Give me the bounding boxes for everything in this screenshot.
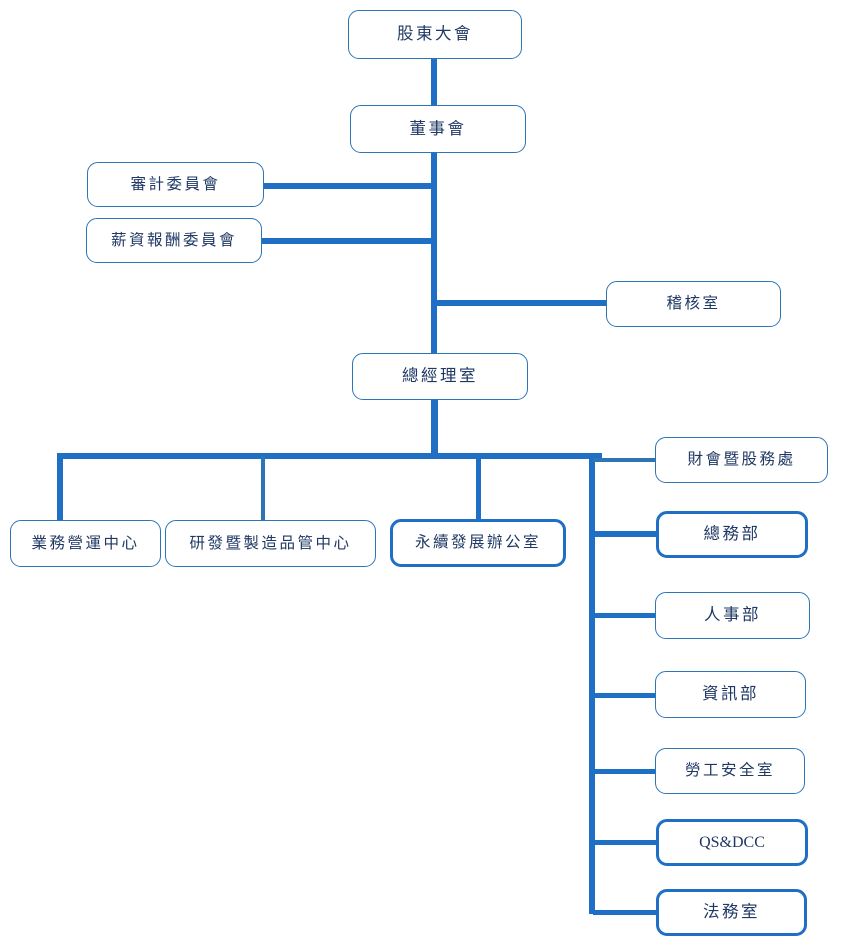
edge-president-drop [431,399,438,457]
edge-right-spine [589,456,595,914]
node-label: 薪資報酬委員會 [110,231,237,249]
node-label: 人事部 [704,605,761,625]
node-label: 董事會 [409,118,467,138]
node-label: 總經理室 [402,366,478,386]
node-sales-operations-center[interactable]: 業務營運中心 [10,520,161,567]
edge-board-audit-committee [262,183,434,189]
node-compensation-committee[interactable]: 薪資報酬委員會 [86,218,262,263]
edge-board-trunk [431,151,437,355]
edge-main-bus [57,453,602,459]
node-board-of-directors[interactable]: 董事會 [350,105,526,153]
node-general-affairs-dept[interactable]: 總務部 [656,511,808,558]
node-shareholders-meeting[interactable]: 股東大會 [348,10,522,59]
edge-connector-qs-dcc [593,840,658,845]
node-it-dept[interactable]: 資訊部 [655,671,806,718]
edge-connector-general-affairs [593,531,658,537]
node-hr-dept[interactable]: 人事部 [655,592,810,639]
node-labor-safety-office[interactable]: 勞工安全室 [655,748,805,794]
node-label: 資訊部 [702,684,759,704]
node-label: 審計委員會 [130,175,221,193]
node-label: QS&DCC [699,833,765,851]
edge-drop-esg-office [476,456,481,522]
node-audit-office[interactable]: 稽核室 [606,281,781,327]
node-label: 永續發展辦公室 [414,534,541,552]
node-label: 稽核室 [666,295,721,313]
node-label: 業務營運中心 [31,534,140,552]
edge-connector-safety [593,769,657,774]
edge-board-audit-office [433,300,608,306]
node-label: 財會暨股務處 [687,451,796,469]
edge-connector-it [593,693,657,698]
node-rd-manufacturing-qc-center[interactable]: 研發暨製造品管中心 [165,520,376,567]
edge-drop-sales-center [57,456,63,522]
node-label: 總務部 [703,524,761,544]
edge-connector-legal [593,910,658,915]
node-sustainable-development-office[interactable]: 永續發展辦公室 [390,519,566,567]
edge-connector-hr [593,613,657,618]
node-label: 股東大會 [397,24,473,44]
node-label: 法務室 [703,902,760,922]
node-finance-stock-affairs[interactable]: 財會暨股務處 [655,437,828,483]
node-label: 勞工安全室 [684,762,775,780]
node-qs-dcc[interactable]: QS&DCC [656,819,808,866]
node-audit-committee[interactable]: 審計委員會 [87,162,264,207]
node-legal-office[interactable]: 法務室 [656,889,807,936]
edge-shareholders-board [431,57,437,107]
edge-board-compensation-committee [260,238,434,244]
edge-drop-rd-center [261,456,265,522]
node-label: 研發暨製造品管中心 [189,534,352,552]
node-president-office[interactable]: 總經理室 [352,353,528,400]
edge-connector-finance [593,458,657,462]
